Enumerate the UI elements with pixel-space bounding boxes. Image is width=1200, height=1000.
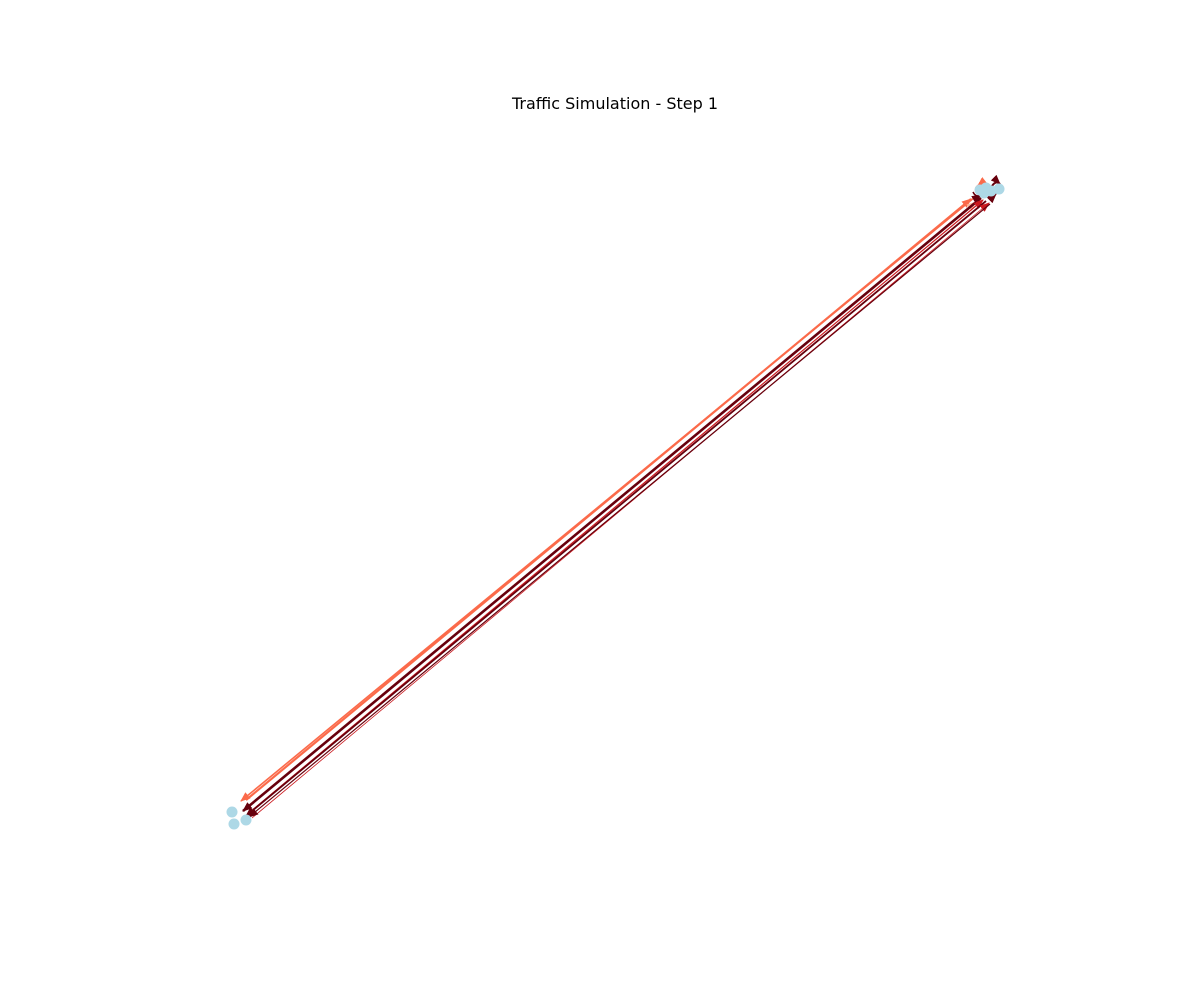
- edge: [248, 203, 991, 818]
- node: [978, 187, 990, 199]
- edge: [990, 174, 1001, 187]
- edges: [240, 196, 991, 819]
- edge: [245, 198, 972, 801]
- edge: [251, 202, 990, 819]
- figure-title: Traffic Simulation - Step 1: [511, 94, 719, 113]
- node: [228, 818, 240, 830]
- node: [993, 183, 1005, 195]
- node: [240, 814, 252, 826]
- edge: [245, 200, 987, 817]
- edge: [242, 196, 982, 813]
- node: [226, 806, 238, 818]
- nodes: [226, 182, 1005, 830]
